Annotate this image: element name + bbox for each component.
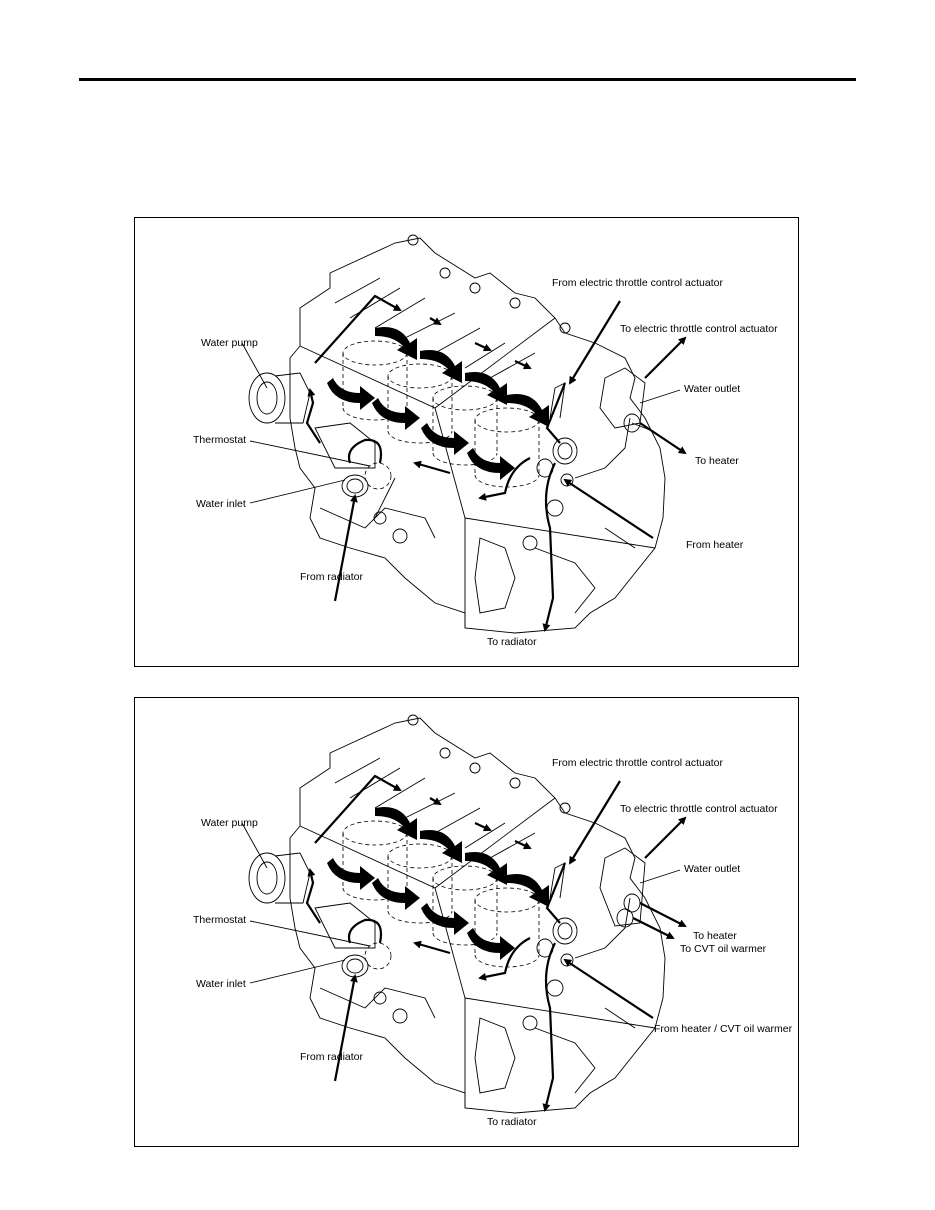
coolant-flow-arrows <box>305 774 687 1112</box>
label-to-radiator: To radiator <box>487 636 537 648</box>
coolant-flow-diagram-1: From electric throttle control actuator … <box>134 217 799 667</box>
label-thermostat: Thermostat <box>193 914 246 926</box>
cylinders <box>342 340 540 490</box>
label-from-electric-throttle: From electric throttle control actuator <box>552 757 723 769</box>
label-to-electric-throttle: To electric throttle control actuator <box>620 323 778 335</box>
label-from-radiator: From radiator <box>300 1051 364 1063</box>
label-water-pump: Water pump <box>201 817 258 829</box>
label-water-outlet: Water outlet <box>684 383 740 395</box>
label-water-inlet: Water inlet <box>196 978 246 990</box>
label-water-outlet: Water outlet <box>684 863 740 875</box>
label-to-heater: To heater <box>693 930 737 942</box>
cylinders <box>342 820 540 970</box>
engine-illustration-1: From electric throttle control actuator … <box>193 234 778 648</box>
label-to-radiator: To radiator <box>487 1116 537 1128</box>
engine-illustration-2: From electric throttle control actuator … <box>193 714 793 1128</box>
label-from-electric-throttle: From electric throttle control actuator <box>552 277 723 289</box>
label-from-radiator: From radiator <box>300 571 364 583</box>
header-rule <box>79 78 856 81</box>
label-to-cvt-oil-warmer: To CVT oil warmer <box>680 943 767 955</box>
label-to-heater: To heater <box>695 455 739 467</box>
leader-lines <box>241 822 681 984</box>
label-from-heater: From heater <box>686 539 744 551</box>
label-water-inlet: Water inlet <box>196 498 246 510</box>
label-from-heater-cvt: From heater / CVT oil warmer <box>654 1023 793 1035</box>
label-to-electric-throttle: To electric throttle control actuator <box>620 803 778 815</box>
label-thermostat: Thermostat <box>193 434 246 446</box>
coolant-flow-arrows <box>305 294 687 632</box>
label-water-pump: Water pump <box>201 337 258 349</box>
engine-block <box>248 234 666 634</box>
leader-lines <box>241 342 681 504</box>
coolant-flow-diagram-2: From electric throttle control actuator … <box>134 697 799 1147</box>
